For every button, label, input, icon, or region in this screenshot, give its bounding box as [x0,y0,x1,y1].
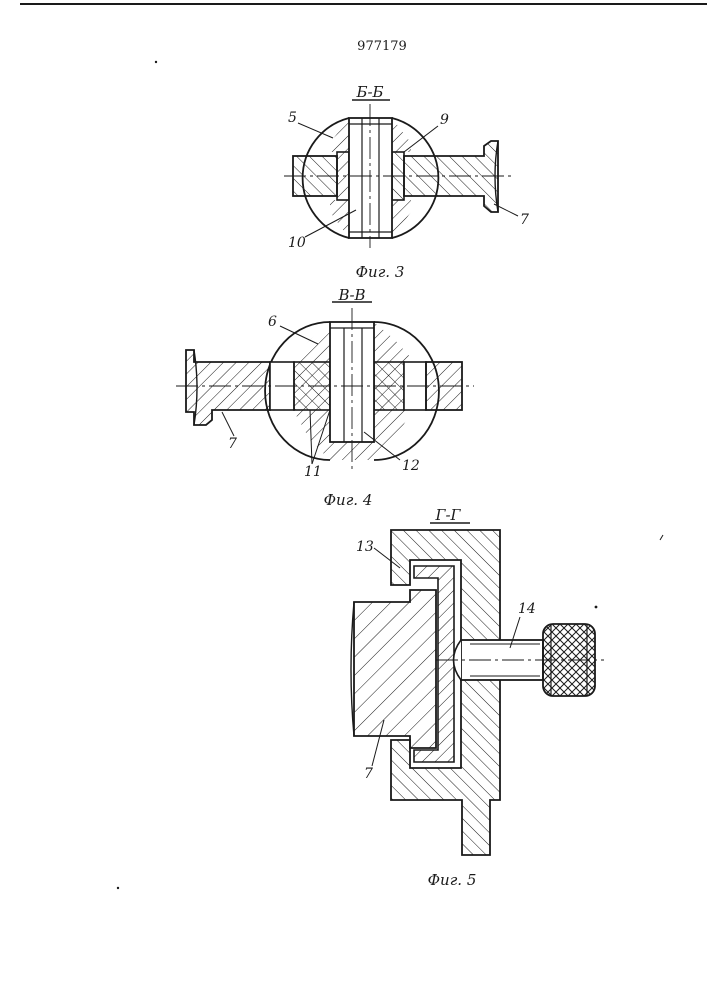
scan-speck [595,606,598,609]
figure-5: Г-Г 13 14 7 Фиг. 5 [351,506,604,889]
fig5-caption: Фиг. 5 [428,871,477,889]
fig5-callout-14: 14 [518,601,536,617]
fig4-leader-7 [222,412,234,436]
fig3-caption: Фиг. 3 [356,263,405,281]
fig3-callout-9: 9 [440,112,449,128]
fig4-callout-7: 7 [228,436,237,452]
fig4-rod-part-7 [186,350,270,425]
fig5-section-label: Г-Г [435,506,462,524]
fig4-callout-6: 6 [268,314,277,330]
fig3-section-label: Б-Б [355,83,383,101]
fig3-callout-10: 10 [288,235,306,251]
fig3-rod-part-7 [404,141,498,212]
scan-speck [117,887,119,889]
fig3-leader-5 [298,123,333,138]
fig4-callout-11: 11 [304,464,322,480]
patent-number: 977179 [357,39,407,54]
scan-speck [155,61,157,63]
fig3-callout-7: 7 [520,212,529,228]
figure-4: В-В 6 7 11 12 [176,286,474,509]
fig4-caption: Фиг. 4 [324,491,373,509]
fig5-callout-7: 7 [364,766,373,782]
fig5-callout-13: 13 [356,539,374,555]
fig4-callout-12: 12 [402,458,420,474]
scan-speck [660,535,663,540]
fig3-central-pin [349,118,392,238]
figure-3: Б-Б 5 9 7 10 Фиг. 3 [284,83,529,281]
fig3-leader-9 [404,126,438,152]
fig3-callout-5: 5 [288,110,297,126]
fig5-base-part-7 [354,590,436,748]
